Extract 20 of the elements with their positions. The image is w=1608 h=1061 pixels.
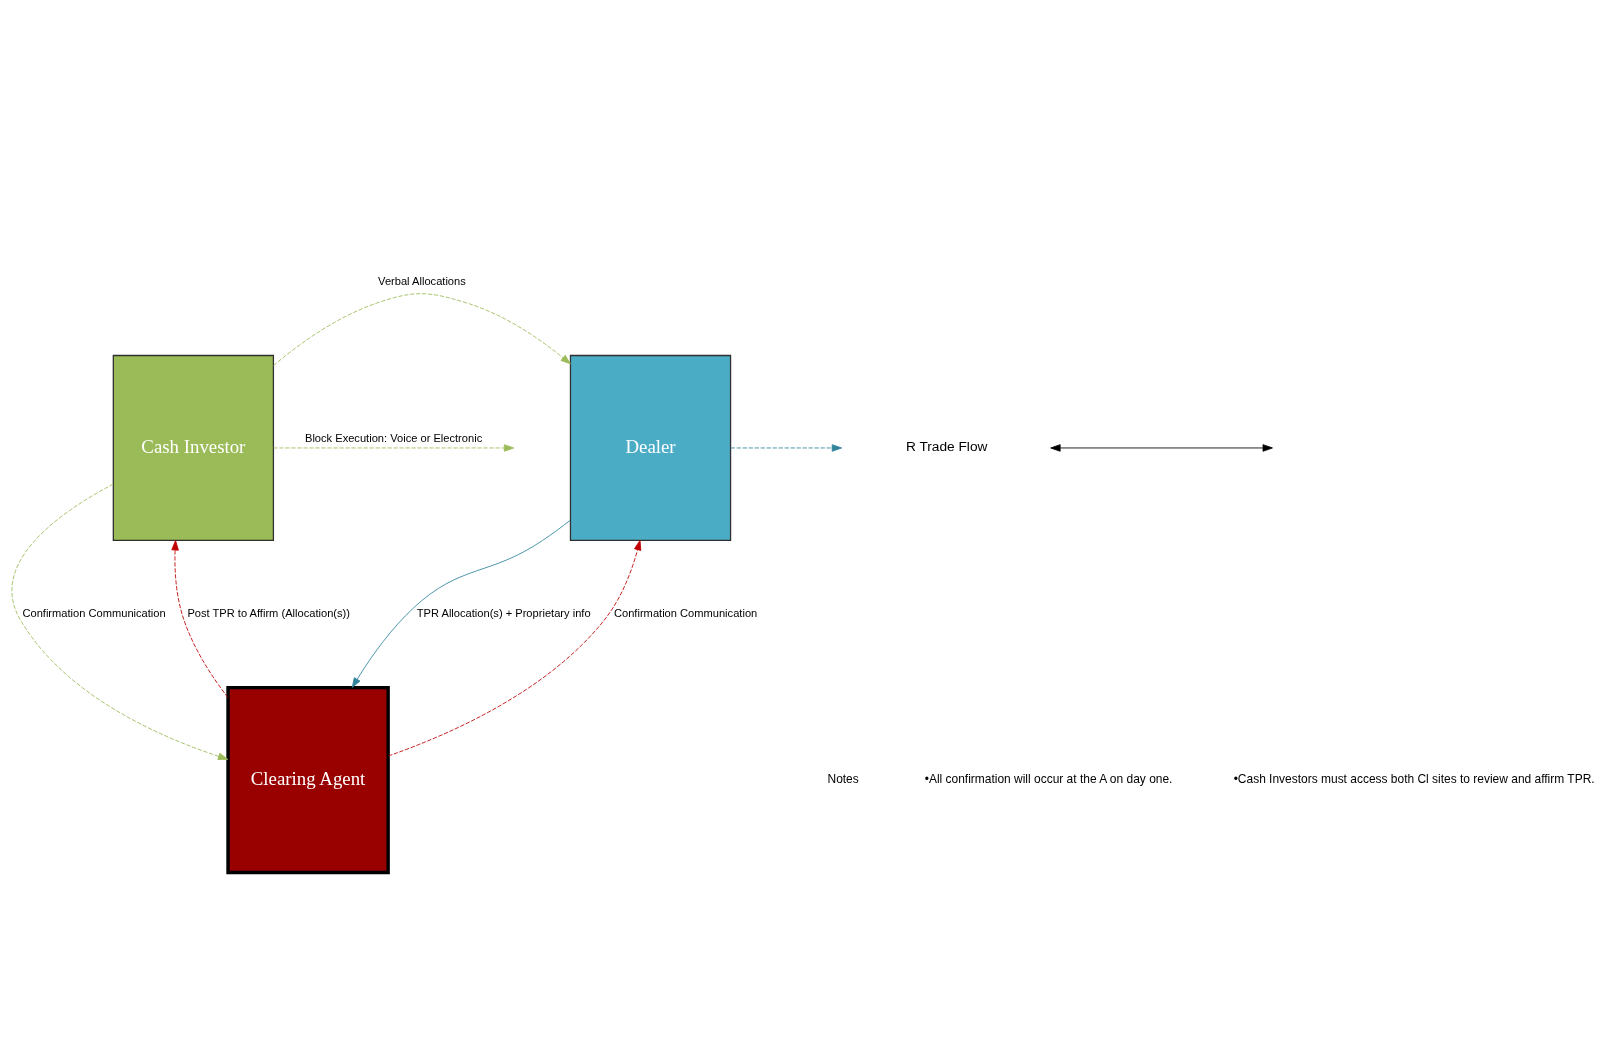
- arrow: [11, 483, 229, 760]
- edge-label: TPR Allocation(s) + Proprietary info: [416, 606, 591, 619]
- legend-label: R Trade Flow: [906, 438, 988, 454]
- label: •Cash Investors must access both Cl sites to review and affirm TPR.: [1233, 771, 1595, 786]
- edge-label: Confirmation Communication: [613, 606, 758, 619]
- edge-label: Verbal Allocations: [378, 274, 466, 287]
- node-box: Dealer: [569, 354, 732, 541]
- label: Notes: [827, 771, 859, 786]
- node-box: Cash Investor: [112, 354, 275, 541]
- label: •All confirmation will occur at the A on day one.: [924, 771, 1173, 786]
- arrow: [387, 539, 642, 756]
- node-box: Clearing Agent: [226, 685, 390, 874]
- arrow: [171, 539, 229, 698]
- arrow: [273, 443, 515, 452]
- edge-label: Post TPR to Affirm (Allocation(s)): [187, 606, 350, 619]
- arrow: [273, 292, 571, 366]
- arrow: [351, 519, 571, 688]
- edge-label: Confirmation Communication: [22, 606, 166, 619]
- arrow: [730, 443, 843, 452]
- edge-label: Block Execution: Voice or Electronic: [304, 431, 483, 444]
